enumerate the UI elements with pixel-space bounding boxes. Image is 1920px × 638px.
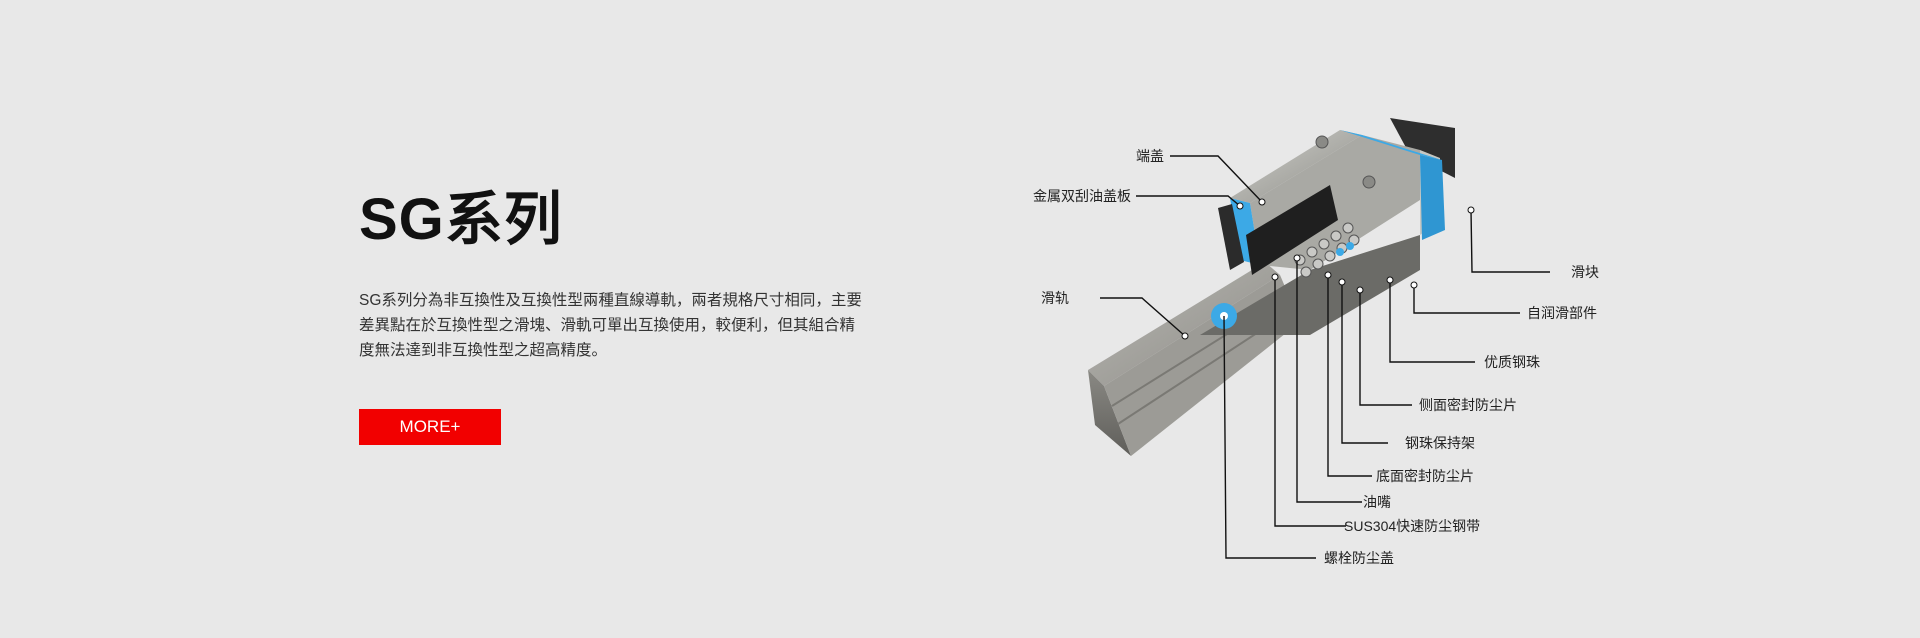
label-end-cap: 端盖 — [1136, 148, 1164, 164]
label-rail: 滑轨 — [1041, 290, 1069, 306]
series-description: SG系列分為非互換性及互換性型兩種直線導軌，兩者規格尺寸相同，主要 差異點在於互… — [359, 288, 889, 363]
label-side-seal: 侧面密封防尘片 — [1419, 397, 1517, 413]
label-bolt-cap: 螺栓防尘盖 — [1324, 550, 1394, 566]
rail-side — [1088, 370, 1131, 456]
end-cap-blue-side — [1420, 155, 1445, 240]
description-line: 差異點在於互換性型之滑塊、滑軌可單出互換使用，較便利，但其組合精 — [359, 317, 856, 334]
end-cap-blue-far — [1340, 130, 1442, 160]
description-line: SG系列分為非互換性及互換性型兩種直線導軌，兩者規格尺寸相同，主要 — [359, 292, 862, 309]
series-intro: SG系列 SG系列分為非互換性及互換性型兩種直線導軌，兩者規格尺寸相同，主要 差… — [359, 180, 889, 363]
block-top — [1230, 130, 1362, 203]
description-line: 度無法達到非互換性型之超高精度。 — [359, 342, 608, 359]
page-title: SG系列 — [359, 187, 563, 252]
leader-dots — [1181, 198, 1475, 340]
rail-top — [1088, 262, 1280, 386]
metal-scraper-plate — [1218, 204, 1244, 270]
linear-guide-illustration — [1088, 118, 1550, 559]
label-steel-balls: 优质钢珠 — [1484, 354, 1540, 370]
label-grease-nipple: 油嘴 — [1363, 494, 1391, 510]
block-underside — [1200, 235, 1420, 335]
label-self-lube: 自润滑部件 — [1527, 305, 1597, 321]
leader-lines — [1100, 155, 1550, 559]
linear-guide-diagram: 端盖 金属双刮油盖板 滑轨 滑块 自润滑部件 优质钢珠 侧面密封防尘片 钢珠保持… — [1000, 100, 1700, 600]
label-dust-strip: SUS304快速防尘钢带 — [1344, 518, 1481, 534]
retainer-block — [1246, 185, 1338, 275]
label-ball-retainer: 钢珠保持架 — [1405, 435, 1475, 451]
label-metal-scraper: 金属双刮油盖板 — [1033, 188, 1131, 204]
more-button[interactable]: MORE+ — [359, 409, 501, 445]
label-block: 滑块 — [1571, 264, 1599, 280]
label-bottom-seal: 底面密封防尘片 — [1376, 468, 1474, 484]
